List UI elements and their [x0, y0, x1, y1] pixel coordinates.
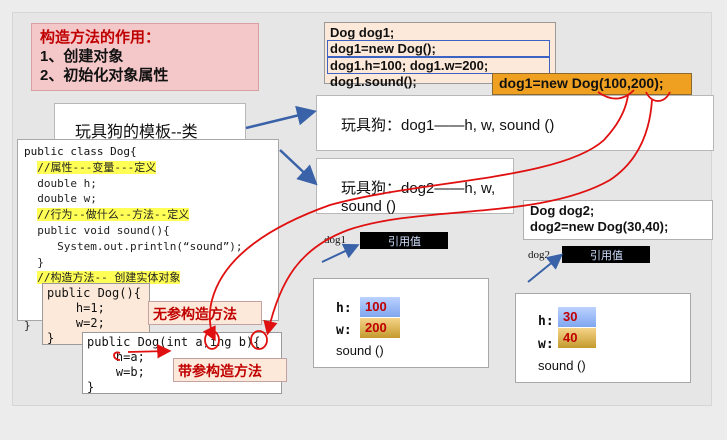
method-sound: sound () [336, 343, 384, 358]
class-template-label: 玩具狗的模板--类 [54, 103, 246, 145]
title-point-2: 2、初始化对象属性 [40, 67, 169, 84]
code-line: dog1.h=100; dog1.w=200; [327, 57, 550, 74]
code-text: System.out.println(“sound”); [57, 239, 243, 253]
arrow-to-dog2 [279, 149, 318, 186]
dog2-code-box: Dog dog2; dog2=new Dog(30,40); [523, 200, 713, 240]
no-arg-constructor-label: 无参构造方法 [148, 301, 262, 325]
code-line: h=a; [87, 350, 277, 365]
field-h-value: 100 [360, 297, 400, 317]
code-line: w=2; [47, 316, 145, 331]
args-constructor-label: 带参构造方法 [173, 358, 287, 382]
code-line: Dog dog2; [530, 203, 595, 218]
comment-attributes: //属性---变量---定义 [37, 160, 157, 174]
code-line: double w; [24, 191, 272, 207]
toy-dog1-box: 玩具狗：dog1——h, w, sound () [316, 95, 714, 151]
code-line: public Dog(int a,ing b){ [87, 335, 261, 349]
red-arrow-200-to-b [263, 99, 653, 336]
method-sound: sound () [538, 358, 586, 373]
dog1-ref-label: dog1 [324, 234, 346, 246]
red-handwriting-annotations [113, 89, 671, 361]
code-line: System.out.println(“sound”); [24, 239, 272, 255]
code-line: //属性---变量---定义 [24, 160, 272, 176]
arrow-ref-dog2 [527, 253, 564, 283]
field-w-value: 40 [558, 328, 596, 348]
code-line: } [24, 255, 272, 271]
field-h-label: h: [336, 301, 352, 316]
dog1-new-with-args: dog1=new Dog(100,200); [492, 73, 692, 95]
code-text: h=a; [115, 350, 145, 364]
title-point-1: 1、创建对象 [40, 48, 124, 65]
title-heading: 构造方法的作用： [40, 29, 161, 46]
code-line: dog2=new Dog(30,40); [530, 219, 669, 234]
circle-h [113, 351, 121, 361]
code-text: double h; [37, 176, 97, 190]
code-text: public void sound(){ [37, 223, 170, 237]
code-text: } [24, 318, 31, 332]
code-line: Dog dog1; [330, 25, 395, 40]
dog2-object: h: 30 w: 40 sound () [515, 293, 691, 383]
arrow-h-to-a [127, 344, 172, 359]
code-line: } [87, 380, 95, 394]
code-line: } [47, 331, 55, 345]
code-line: double h; [24, 176, 272, 192]
code-text: w=b; [115, 365, 145, 379]
circle-b [250, 330, 268, 350]
code-line: dog1.sound(); [330, 74, 417, 89]
code-line: public void sound(){ [24, 223, 272, 239]
circle-a [204, 330, 220, 350]
code-text: double w; [37, 192, 97, 206]
code-text: h=1; [75, 301, 105, 315]
field-w-label: w: [538, 337, 554, 352]
code-line: public class Dog{ [24, 144, 272, 160]
code-line: //行为--做什么--方法--定义 [24, 207, 272, 223]
mark-100 [597, 89, 635, 100]
field-h-value: 30 [558, 307, 596, 327]
field-w-label: w: [336, 323, 352, 338]
arrow-to-dog1 [245, 105, 317, 130]
mark-200 [645, 91, 671, 102]
toy-dog2-box: 玩具狗：dog2——h, w, sound () [316, 158, 514, 215]
arrow-ref-dog1 [321, 243, 360, 263]
dog1-ref-value: 引用值 [360, 232, 448, 249]
dog2-ref-value: 引用值 [562, 246, 650, 263]
code-line: w=b; [87, 365, 277, 380]
code-text: public class Dog{ [24, 145, 137, 158]
dog2-ref-label: dog2 [528, 249, 550, 261]
code-line: public Dog(){ [47, 286, 141, 300]
field-h-label: h: [538, 314, 554, 329]
code-line: h=1; [47, 301, 145, 316]
code-line: //构造方法-- 创建实体对象 [24, 270, 272, 286]
code-text: } [37, 255, 44, 269]
dog1-object: h: 100 w: 200 sound () [313, 278, 489, 368]
code-line: } [24, 318, 272, 334]
code-text: w=2; [75, 316, 105, 330]
comment-constructor: //构造方法-- 创建实体对象 [37, 271, 181, 285]
code-line: dog1=new Dog(); [327, 40, 550, 57]
title-box: 构造方法的作用： 1、创建对象 2、初始化对象属性 [31, 23, 259, 91]
red-arrow-100-to-a [202, 94, 629, 342]
field-w-value: 200 [360, 318, 400, 338]
comment-behavior: //行为--做什么--方法--定义 [37, 208, 190, 222]
